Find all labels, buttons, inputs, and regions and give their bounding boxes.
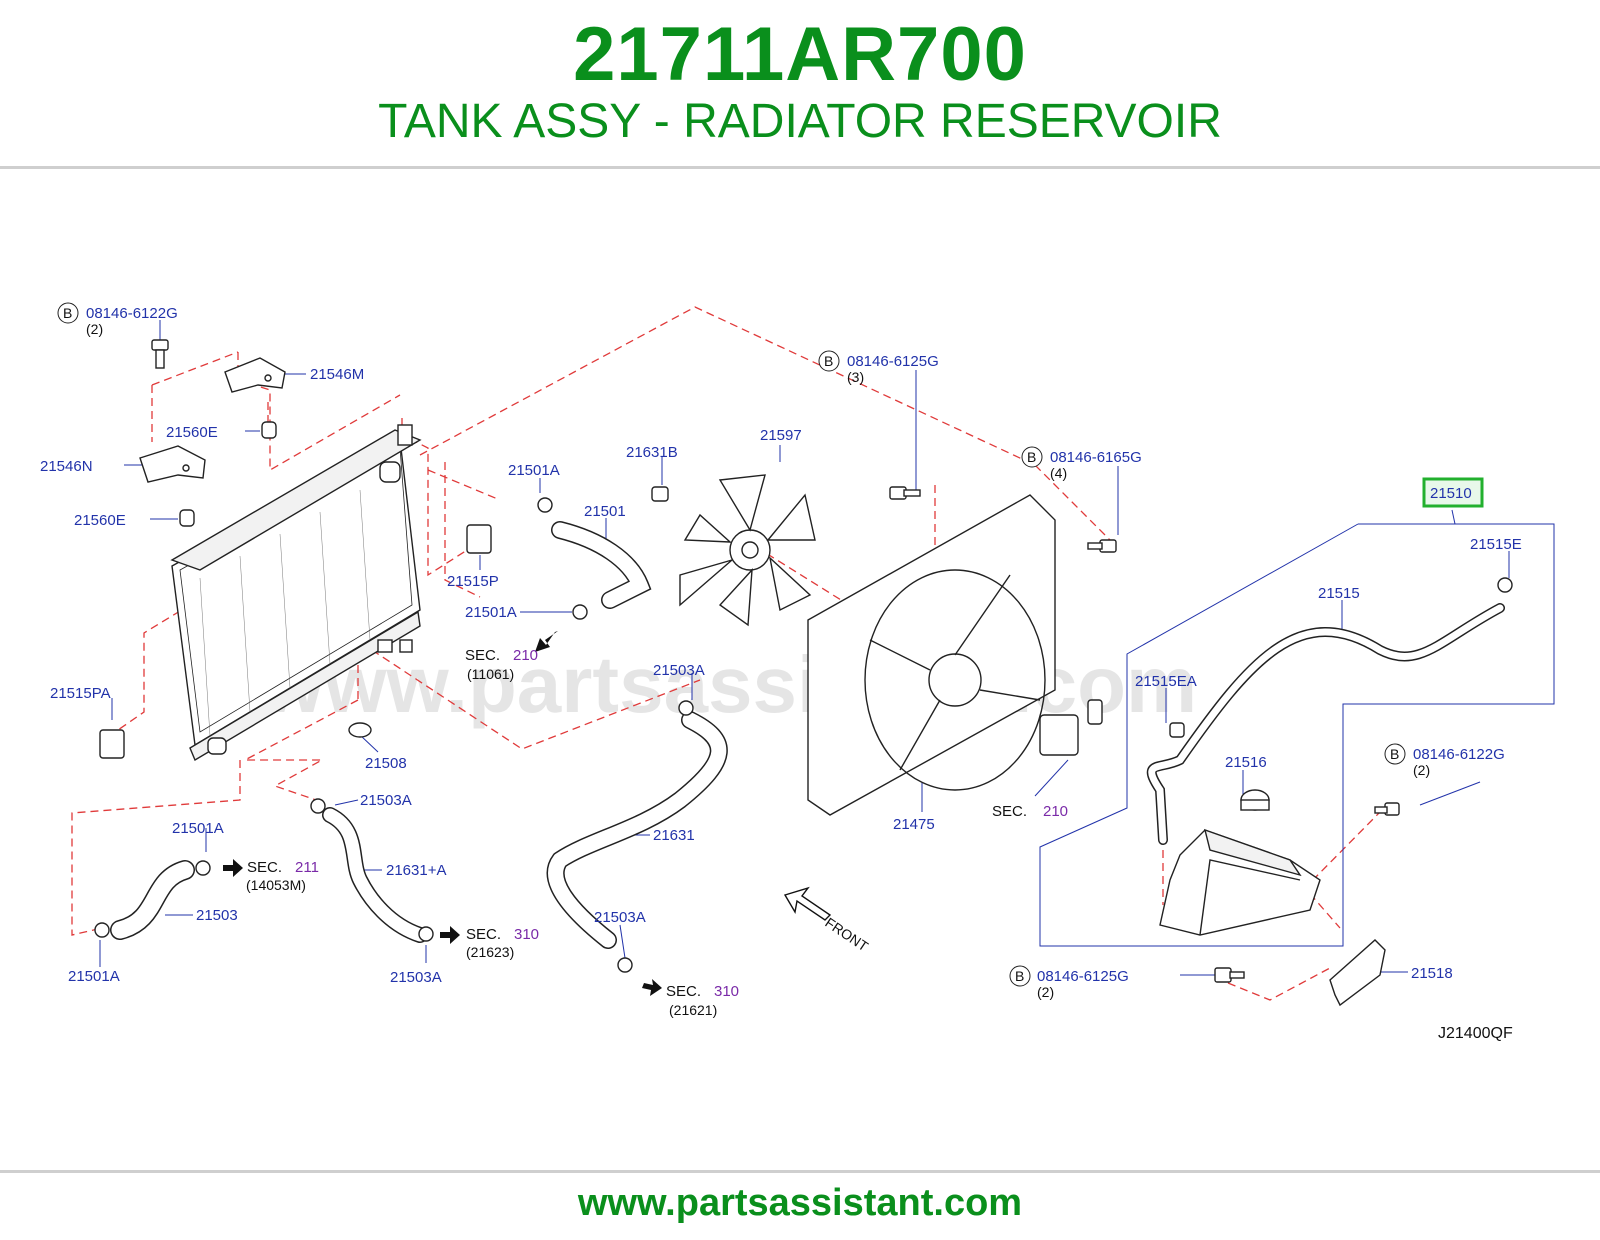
sec-310-b[interactable]: 310 [714, 983, 739, 1000]
front-label: FRONT [822, 914, 871, 954]
header-divider [0, 166, 1600, 169]
bolt-08146-6125g-bracket [1214, 967, 1245, 983]
bracket-21515pa [99, 729, 125, 759]
hose-21515 [1146, 603, 1505, 845]
nut-21631b [651, 486, 669, 502]
part-name: TANK ASSY - RADIATOR RESERVOIR [378, 95, 1222, 148]
sec-310-a-ref: (21623) [466, 944, 514, 960]
label-21508[interactable]: 21508 [365, 755, 407, 772]
label-21515ea[interactable]: 21515EA [1135, 673, 1197, 690]
footer-url[interactable]: www.partsassistant.com [577, 1182, 1023, 1224]
label-21503[interactable]: 21503 [196, 907, 238, 924]
sec-210-b[interactable]: 210 [1043, 803, 1068, 820]
clamp-21515e [1497, 577, 1513, 593]
label-21503a-d[interactable]: 21503A [390, 969, 442, 986]
bracket-21515p [466, 524, 492, 554]
hose-21503 [94, 860, 211, 940]
sec-211-ref: (14053M) [246, 877, 306, 893]
label-bolt-6165g[interactable]: 08146-6165G [1050, 449, 1142, 466]
parts-diagram: www.partsassistant.com [40, 302, 1555, 1042]
label-21516[interactable]: 21516 [1225, 754, 1267, 771]
badge-b-3: B [1027, 449, 1036, 465]
sec-label-1: SEC. [465, 647, 500, 664]
label-21515p[interactable]: 21515P [447, 573, 499, 590]
hose-21501 [537, 497, 652, 620]
cap-21516 [1240, 789, 1270, 811]
sec-label-5: SEC. [666, 983, 701, 1000]
grommet-21508 [348, 722, 372, 738]
badge-b-1: B [63, 305, 72, 321]
label-21501a-d[interactable]: 21501A [68, 968, 120, 985]
grommet-21560e-a [261, 421, 277, 439]
sec-label-2: SEC. [992, 803, 1027, 820]
sec-210-a-ref: (11061) [467, 666, 514, 682]
bolt-08146-6122g-reservoir [1374, 802, 1400, 816]
radiator [170, 424, 422, 762]
reservoir-tank [1159, 828, 1321, 936]
qty-bolt-6165g: (4) [1050, 465, 1067, 481]
label-21501a-a[interactable]: 21501A [508, 462, 560, 479]
qty-bolt-6122g-a: (2) [86, 321, 103, 337]
badge-b-5: B [1015, 968, 1024, 984]
label-21515pa[interactable]: 21515PA [50, 685, 111, 702]
qty-bolt-6125g-a: (3) [847, 369, 864, 385]
label-21503a-c[interactable]: 21503A [360, 792, 412, 809]
bolt-08146-6165g [1087, 539, 1117, 553]
label-21560e-b[interactable]: 21560E [74, 512, 126, 529]
diagram-code: J21400QF [1438, 1025, 1513, 1042]
label-21503a-a[interactable]: 21503A [653, 662, 705, 679]
sec-310-a[interactable]: 310 [514, 926, 539, 943]
label-21631[interactable]: 21631 [653, 827, 695, 844]
sec-210-a[interactable]: 210 [513, 647, 538, 664]
label-21631a[interactable]: 21631+A [386, 862, 446, 879]
hose-21631 [546, 700, 728, 973]
sec-label-3: SEC. [247, 859, 282, 876]
label-21631b[interactable]: 21631B [626, 444, 678, 461]
label-bolt-6125g-a[interactable]: 08146-6125G [847, 353, 939, 370]
label-21501a-c[interactable]: 21501A [172, 820, 224, 837]
hose-21631a [310, 798, 434, 943]
highlight-box-21510 [1422, 477, 1484, 508]
label-bolt-6122g-b[interactable]: 08146-6122G [1413, 746, 1505, 763]
label-bolt-6122g-a[interactable]: 08146-6122G [86, 305, 178, 322]
sec-211[interactable]: 211 [295, 859, 319, 876]
label-21501[interactable]: 21501 [584, 503, 626, 520]
label-21475[interactable]: 21475 [893, 816, 935, 833]
bolt-08146-6125g-shroud [889, 486, 921, 500]
badge-b-4: B [1390, 746, 1399, 762]
label-21515e[interactable]: 21515E [1470, 536, 1522, 553]
assembly-21510-outline [1039, 509, 1555, 947]
bracket-21518 [1329, 939, 1386, 1007]
part-number: 21711AR700 [573, 12, 1027, 97]
label-21501a-b[interactable]: 21501A [465, 604, 517, 621]
label-21560e-a[interactable]: 21560E [166, 424, 218, 441]
section-arrows [223, 631, 662, 996]
label-21510[interactable]: 21510 [1430, 485, 1472, 502]
clip-21515ea [1169, 722, 1185, 738]
label-21515[interactable]: 21515 [1318, 585, 1360, 602]
footer-divider [0, 1170, 1600, 1173]
label-bolt-6125g-b[interactable]: 08146-6125G [1037, 968, 1129, 985]
badge-b-2: B [824, 353, 833, 369]
label-21518[interactable]: 21518 [1411, 965, 1453, 982]
bracket-21546m [224, 357, 286, 393]
fan-21597 [679, 474, 816, 627]
bracket-21546n [139, 445, 206, 483]
front-arrow: FRONT [783, 886, 872, 955]
sec-label-4: SEC. [466, 926, 501, 943]
qty-bolt-6125g-b: (2) [1037, 984, 1054, 1000]
section-references: SEC. 210 (11061) SEC. 210 SEC. 211 (1405… [246, 647, 1068, 1018]
shroud-21475 [807, 494, 1103, 816]
label-21597[interactable]: 21597 [760, 427, 802, 444]
part-labels: 08146-6122G (2) 21546M 21560E 21546N 215… [40, 305, 1522, 1000]
bolt-badges: B B B B B [57, 302, 1406, 987]
label-21503a-b[interactable]: 21503A [594, 909, 646, 926]
label-21546m[interactable]: 21546M [310, 366, 364, 383]
grommet-21560e-b [179, 509, 195, 527]
bolt-08146-6122g-top [151, 339, 169, 369]
header: 21711AR700 TANK ASSY - RADIATOR RESERVOI… [0, 0, 1600, 168]
qty-bolt-6122g-b: (2) [1413, 762, 1430, 778]
label-21546n[interactable]: 21546N [40, 458, 93, 475]
sec-310-b-ref: (21621) [669, 1002, 717, 1018]
